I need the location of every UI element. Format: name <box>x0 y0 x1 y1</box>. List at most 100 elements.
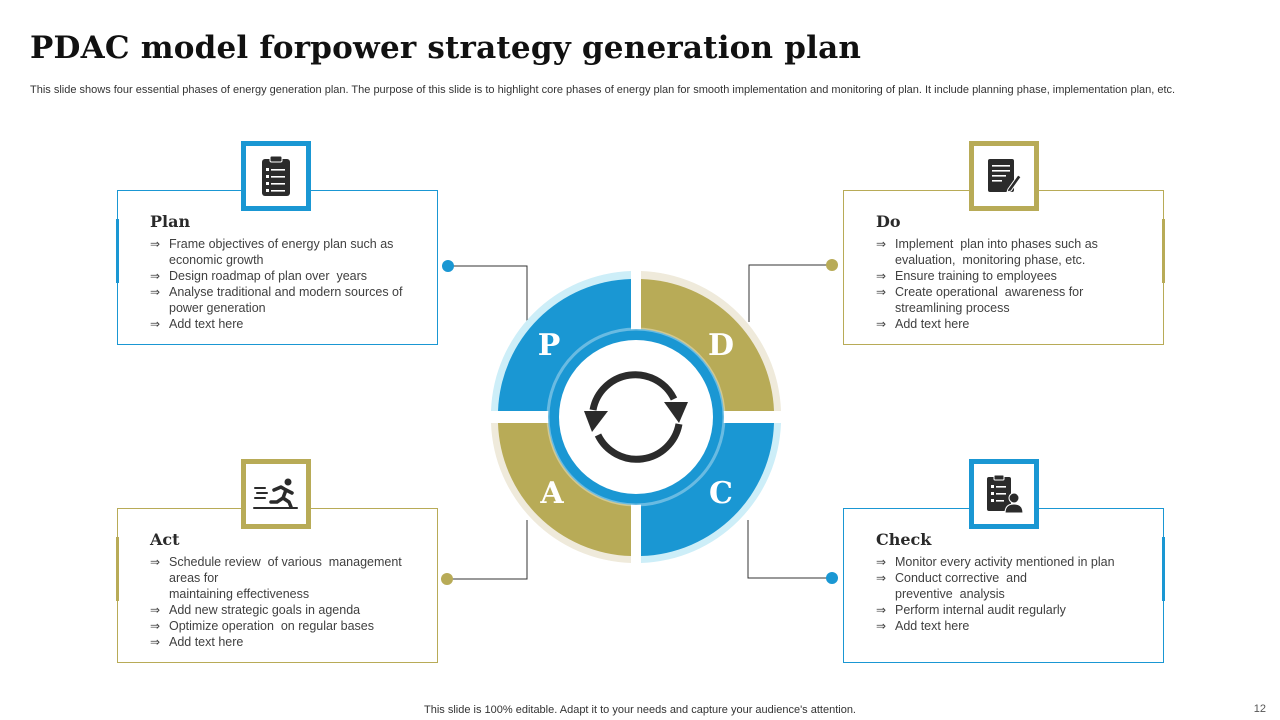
plan-icon-box <box>241 141 311 211</box>
list-item-text: maintaining effectiveness <box>169 587 310 601</box>
bullet-arrow-icon: ⇒ <box>876 571 887 585</box>
list-item: ⇒ Monitor every activity mentioned in pla… <box>876 554 1156 570</box>
act-icon-box <box>241 459 311 529</box>
act-list: ⇒ Schedule review of various management ar… <box>150 554 430 650</box>
list-item: ⇒ Add new strategic goals in agenda <box>150 602 430 618</box>
do-box: Do ⇒ Implement plan into phases such as ev… <box>843 190 1165 345</box>
bullet-arrow-icon: ⇒ <box>150 635 161 649</box>
bullet-arrow-icon: ⇒ <box>876 603 887 617</box>
list-item-text: Add text here <box>169 635 244 649</box>
list-item-text: Design roadmap of plan over years <box>169 269 368 283</box>
refresh-cycle-icon <box>589 371 683 463</box>
act-heading: Act <box>150 530 180 549</box>
center-disc <box>559 340 713 494</box>
bullet-arrow-icon: ⇒ <box>876 269 887 283</box>
running-person-icon <box>253 478 298 509</box>
plan-heading: Plan <box>150 212 191 231</box>
connector-check <box>747 520 832 579</box>
list-item-text: Conduct corrective and <box>895 571 1028 585</box>
bullet-arrow-icon: ⇒ <box>876 555 887 569</box>
outer-ring-do <box>641 271 781 411</box>
letter-d: D <box>708 328 734 363</box>
bullet-arrow-icon: ⇒ <box>876 317 887 331</box>
connector-do <box>748 264 832 322</box>
list-item-text: Create operational awareness for <box>895 285 1084 299</box>
list-item-text: streamlining process <box>895 301 1010 315</box>
checklist-person-icon <box>987 474 1023 514</box>
bullet-arrow-icon: ⇒ <box>150 603 161 617</box>
bullet-arrow-icon: ⇒ <box>150 317 161 331</box>
bullet-arrow-icon: ⇒ <box>876 237 887 251</box>
list-item-text: Frame objectives of energy plan such as <box>169 237 394 251</box>
center-ring-border <box>546 327 726 507</box>
list-item-text: Schedule review of various management <box>169 555 402 569</box>
list-item: ⇒ Analyse traditional and modern sources … <box>150 284 430 316</box>
list-item: ⇒ Optimize operation on regular bases <box>150 618 430 634</box>
outer-ring-check <box>641 423 781 563</box>
list-item-text: Ensure training to employees <box>895 269 1057 283</box>
footer-note: This slide is 100% editable. Adapt it to… <box>424 704 856 716</box>
list-item-text: Add new strategic goals in agenda <box>169 603 361 617</box>
check-list: ⇒ Monitor every activity mentioned in pla… <box>876 554 1156 634</box>
bullet-arrow-icon: ⇒ <box>150 269 161 283</box>
check-heading: Check <box>876 530 932 549</box>
clipboard-checklist-icon <box>262 155 290 196</box>
letter-p: P <box>538 328 561 363</box>
connector-act <box>447 520 528 580</box>
list-item: ⇒ Perform internal audit regularly <box>876 602 1156 618</box>
check-accent-bar <box>1162 537 1165 601</box>
list-item-text: power generation <box>169 301 266 315</box>
list-item: ⇒ Add text here <box>150 316 430 332</box>
do-list: ⇒ Implement plan into phases such as evalu… <box>876 236 1156 332</box>
list-item: ⇒ Design roadmap of plan over years <box>150 268 430 284</box>
list-item: ⇒ Schedule review of various management ar… <box>150 554 430 602</box>
refresh-arrowhead-bottom <box>584 411 608 432</box>
plan-accent-bar <box>116 219 119 283</box>
outer-ring-act <box>491 423 631 563</box>
outer-ring-plan <box>491 271 631 411</box>
page-title: PDAC model forpower strategy generation … <box>30 30 862 66</box>
letter-a: A <box>539 476 564 511</box>
bullet-arrow-icon: ⇒ <box>876 285 887 299</box>
refresh-arrowhead-top <box>664 402 688 423</box>
bullet-arrow-icon: ⇒ <box>150 285 161 299</box>
check-icon-box <box>969 459 1039 529</box>
list-item-text: Add text here <box>895 317 970 331</box>
list-item: ⇒Add text here <box>876 618 1156 634</box>
list-item-text: Implement plan into phases such as <box>895 237 1098 251</box>
page-subtitle: This slide shows four essential phases o… <box>30 84 1176 96</box>
list-item: ⇒ Add text here <box>876 316 1156 332</box>
list-item-text: Monitor every activity mentioned in plan <box>895 555 1115 569</box>
connector-plan <box>448 265 528 322</box>
connector-dot-plan <box>442 260 454 272</box>
list-item-text: preventive analysis <box>895 587 1005 601</box>
list-item-text: Add text here <box>895 619 970 633</box>
list-item: ⇒ Implement plan into phases such as evalu… <box>876 236 1156 268</box>
list-item-text: evaluation, monitoring phase, etc. <box>895 253 1086 267</box>
list-item-text: Add text here <box>169 317 244 331</box>
list-item-text: areas for <box>169 571 219 585</box>
list-item-text: Optimize operation on regular bases <box>169 619 374 633</box>
list-item: ⇒ Create operational awareness for streaml… <box>876 284 1156 316</box>
plan-list: ⇒ Frame objectives of energy plan such as… <box>150 236 430 332</box>
list-item-text: economic growth <box>169 253 264 267</box>
list-item-text: Analyse traditional and modern sources o… <box>169 285 403 299</box>
do-accent-bar <box>1162 219 1165 283</box>
do-heading: Do <box>876 212 901 231</box>
act-accent-bar <box>116 537 119 601</box>
connector-lines <box>447 264 832 580</box>
bullet-arrow-icon: ⇒ <box>150 555 161 569</box>
letter-c: C <box>709 476 733 511</box>
list-item: ⇒ Add text here <box>150 634 430 650</box>
bullet-arrow-icon: ⇒ <box>150 619 161 633</box>
plan-box: Plan ⇒ Frame objectives of energy plan su… <box>116 190 438 345</box>
connector-dot-check <box>826 572 838 584</box>
list-item-text: Perform internal audit regularly <box>895 603 1066 617</box>
bullet-arrow-icon: ⇒ <box>150 237 161 251</box>
page-number: 12 <box>1253 703 1266 715</box>
connector-dot-do <box>826 259 838 271</box>
document-pen-icon <box>988 159 1022 193</box>
check-box: Check ⇒ Monitor every activity mentioned … <box>843 508 1165 663</box>
list-item: ⇒ Frame objectives of energy plan such as… <box>150 236 430 268</box>
